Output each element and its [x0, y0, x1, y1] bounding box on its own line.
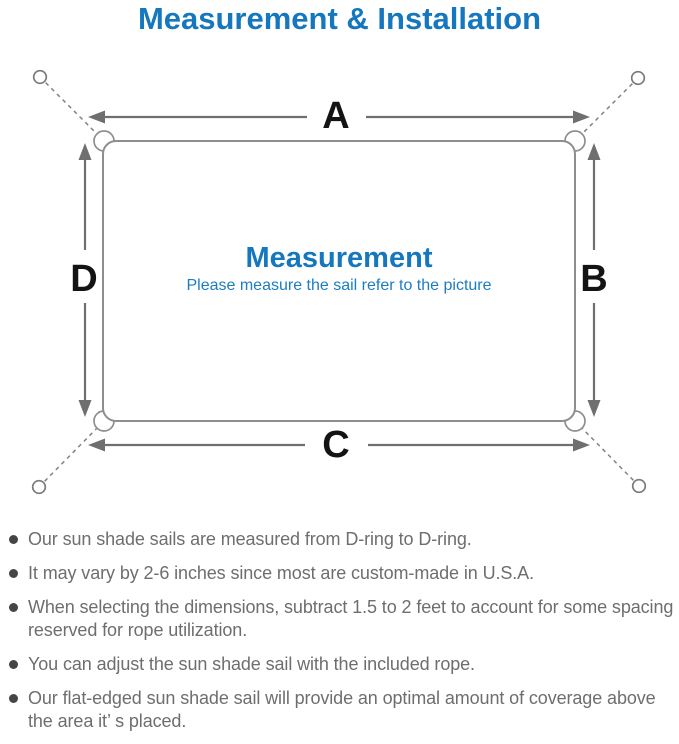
arrowhead-b-down-icon — [587, 400, 601, 417]
anchor-top-right-icon — [630, 70, 646, 86]
dimension-label-c: C — [322, 424, 349, 466]
anchor-points — [31, 69, 647, 495]
measurement-diagram: A B C D — [31, 69, 647, 495]
arrowhead-a-right-icon — [573, 110, 590, 124]
note-item: When selecting the dimensions, subtract … — [9, 596, 674, 642]
bullet-icon — [9, 535, 18, 544]
note-item: Our sun shade sails are measured from D-… — [9, 528, 674, 551]
arrowhead-b-up-icon — [587, 143, 601, 160]
arrowhead-a-left-icon — [88, 110, 105, 124]
corner-ropes — [38, 76, 640, 488]
dimension-labels: A B C D — [70, 95, 607, 466]
rope-top-left — [39, 76, 105, 142]
bullet-icon — [9, 694, 18, 703]
rope-top-right — [574, 77, 639, 142]
notes-list: Our sun shade sails are measured from D-… — [9, 528, 674, 744]
arrowhead-c-left-icon — [88, 438, 105, 452]
note-text: Our sun shade sails are measured from D-… — [28, 529, 472, 549]
dimension-label-a: A — [322, 95, 349, 137]
arrowhead-c-right-icon — [573, 438, 590, 452]
anchor-bottom-left-icon — [31, 479, 47, 495]
arrowhead-d-up-icon — [78, 143, 92, 160]
sail-center-text: Measurement Please measure the sail refe… — [103, 243, 575, 296]
note-text: Our flat-edged sun shade sail will provi… — [28, 688, 656, 731]
dimension-arrowheads — [78, 110, 601, 452]
rope-bottom-right — [574, 420, 640, 487]
note-item: You can adjust the sun shade sail with t… — [9, 653, 674, 676]
note-item: Our flat-edged sun shade sail will provi… — [9, 687, 674, 733]
dimension-lines — [83, 115, 596, 447]
dimension-label-d: D — [70, 258, 97, 300]
note-text: When selecting the dimensions, subtract … — [28, 597, 674, 640]
bullet-icon — [9, 603, 18, 612]
note-text: It may vary by 2-6 inches since most are… — [28, 563, 534, 583]
sail-measurement-subtitle: Please measure the sail refer to the pic… — [186, 277, 492, 294]
page-title: Measurement & Installation — [137, 1, 542, 36]
bullet-icon — [9, 660, 18, 669]
anchor-top-left-icon — [32, 69, 48, 85]
bullet-icon — [9, 569, 18, 578]
anchor-bottom-right-icon — [631, 478, 647, 494]
note-item: It may vary by 2-6 inches since most are… — [9, 562, 674, 585]
note-text: You can adjust the sun shade sail with t… — [28, 654, 475, 674]
sun-shade-sail — [102, 140, 576, 422]
rope-bottom-left — [38, 420, 105, 488]
dimension-label-b: B — [580, 258, 607, 300]
arrowhead-d-down-icon — [78, 400, 92, 417]
sail-measurement-title: Measurement — [245, 242, 433, 274]
